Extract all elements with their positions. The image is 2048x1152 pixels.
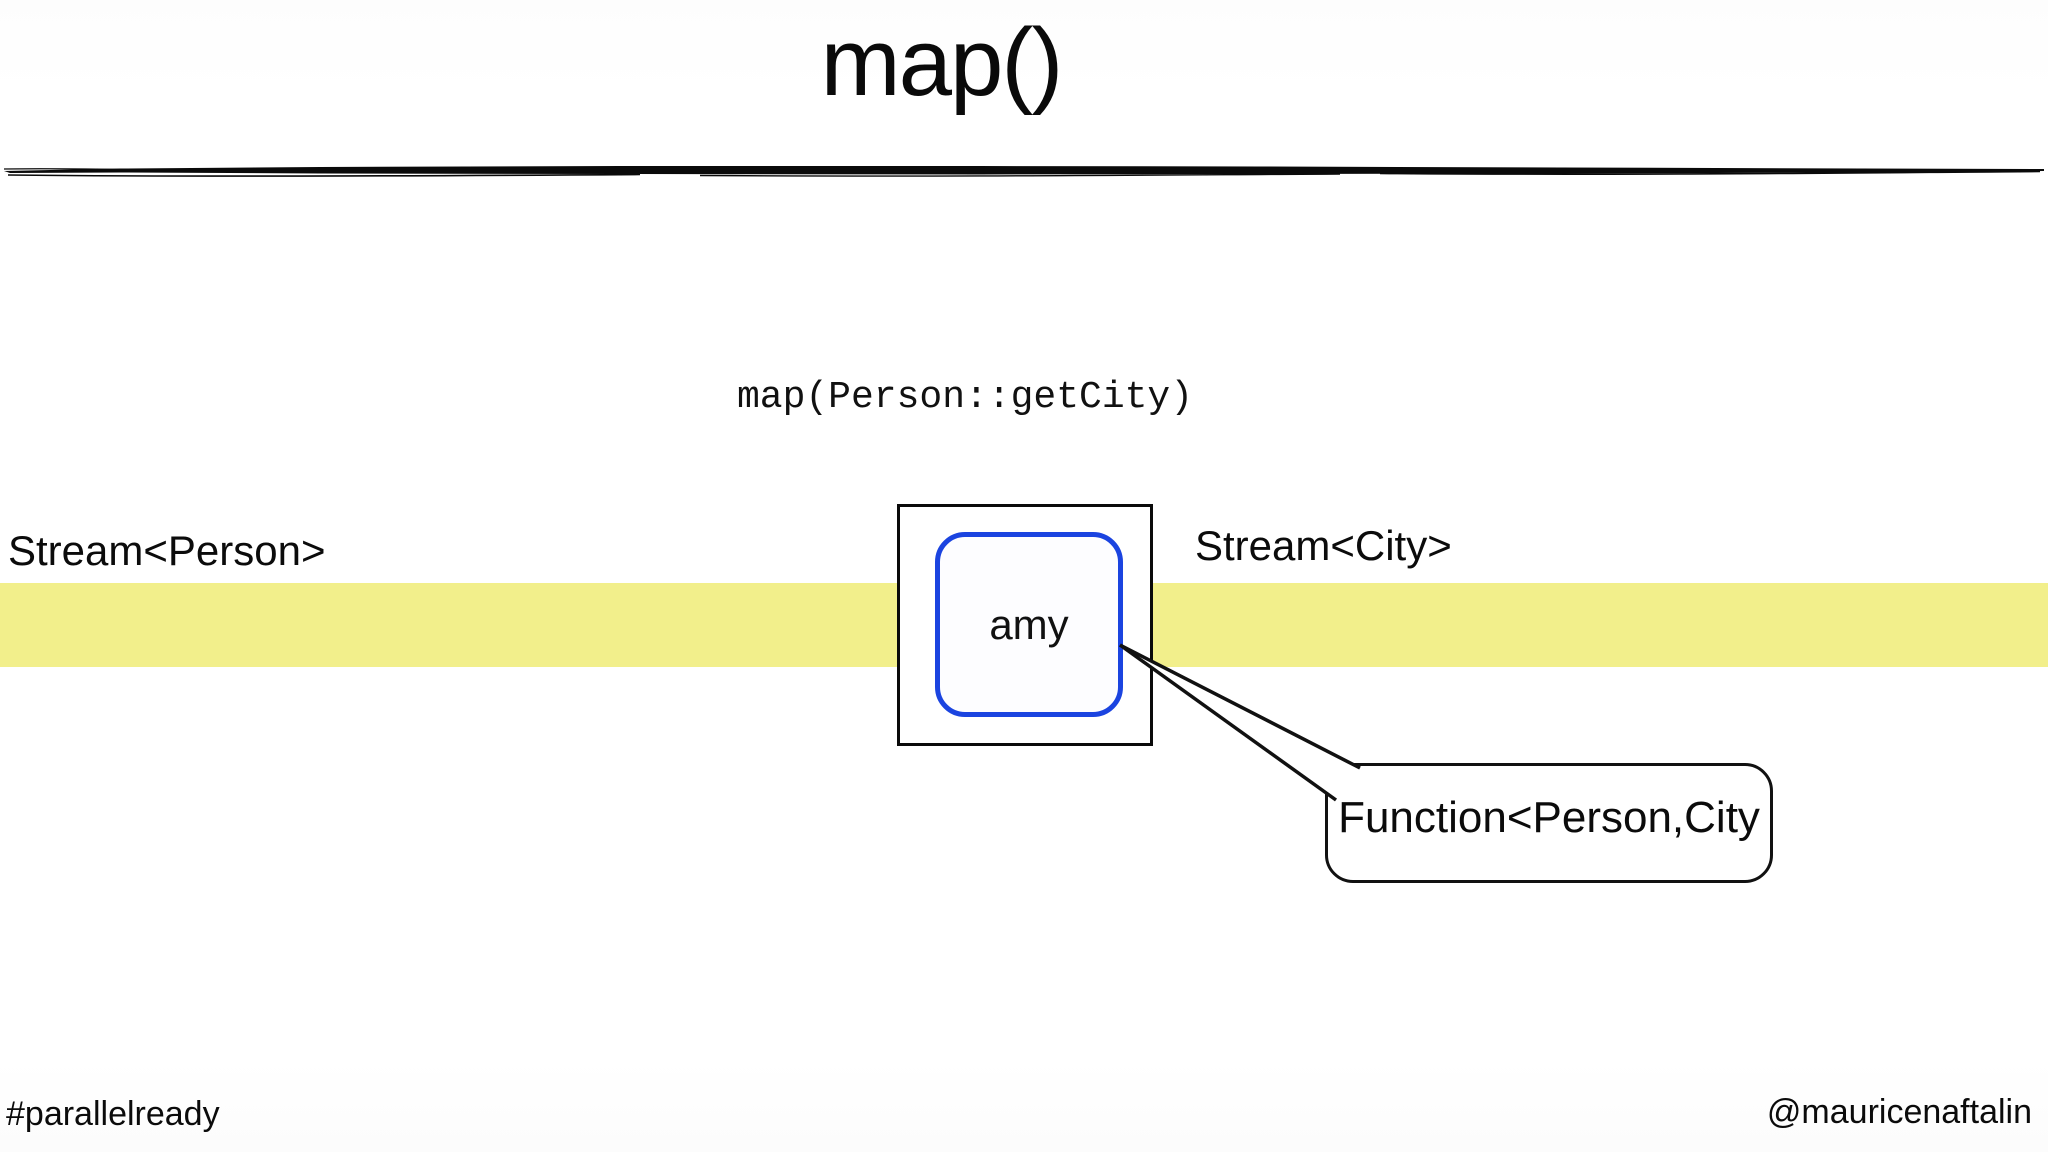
stream-city-label: Stream<City> [1195,522,1452,569]
person-element-card: amy [935,532,1123,717]
function-callout-bubble: Function<Person,City [1325,763,1773,883]
stream-person-label: Stream<Person> [8,527,326,574]
slide-title: map() [820,9,1064,116]
code-annotation: map(Person::getCity) [736,376,1194,419]
hashtag-label: #parallelready [6,1095,220,1133]
hand-drawn-divider [3,166,2044,177]
map-operator-box: amy [897,504,1153,746]
element-label: amy [989,600,1069,648]
callout-label: Function<Person,City [1338,793,1760,842]
twitter-handle-label: @mauricenaftalin [1766,1093,2032,1131]
